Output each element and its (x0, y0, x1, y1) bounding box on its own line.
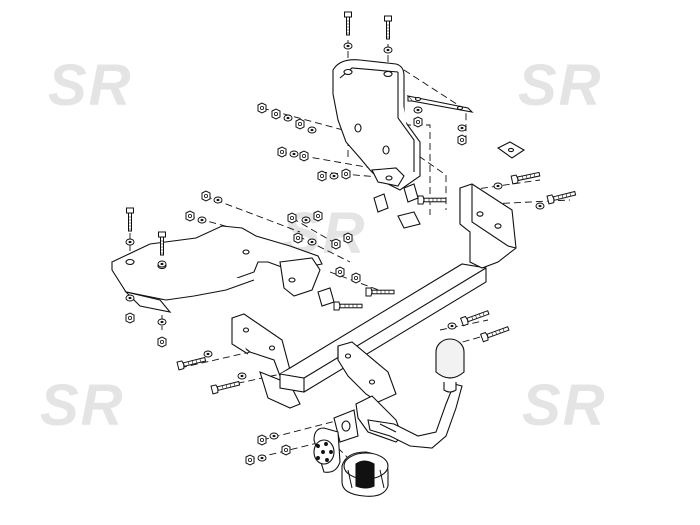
upper-mounting-plate (111, 225, 323, 313)
right-side-bracket (332, 59, 421, 191)
tow-ball-neck (367, 383, 463, 449)
electrical-socket (313, 427, 341, 473)
cross-beam (279, 263, 487, 393)
watermark-bottom-left: SR (40, 373, 125, 438)
watermark-top-right: SR (518, 53, 603, 118)
tow-ball (435, 338, 465, 393)
clamp-plate (496, 141, 526, 159)
right-frame-bracket (459, 183, 517, 269)
watermark-bottom-right: SR (522, 373, 607, 438)
left-side-bracket (231, 313, 301, 409)
support-strap (406, 95, 474, 113)
socket-plate (333, 409, 359, 443)
ball-cover (341, 451, 389, 497)
spacer-blocks (317, 183, 421, 307)
watermark-top-left: SR (48, 53, 133, 118)
